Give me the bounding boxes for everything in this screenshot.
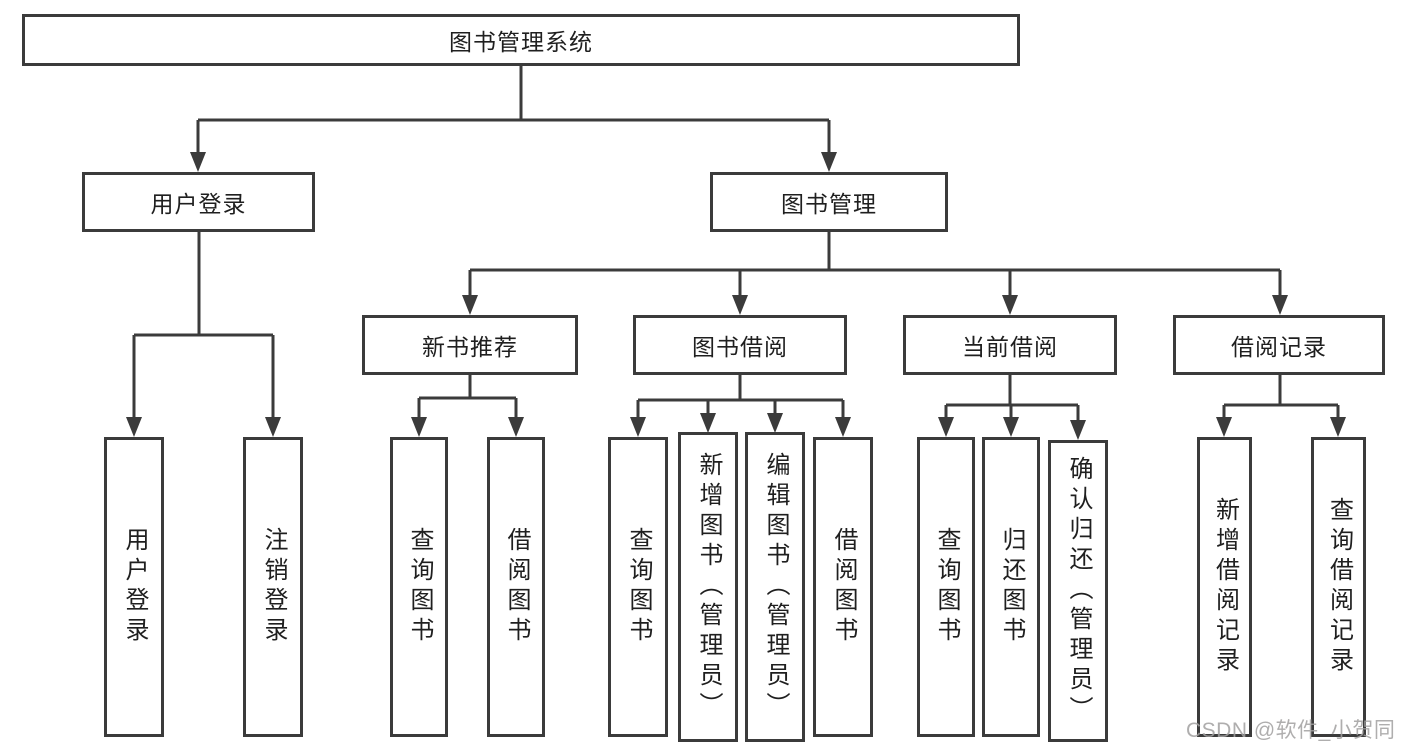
node-user-login: 用户登录 <box>82 172 315 232</box>
connector-book-borrow-children <box>636 375 845 421</box>
csdn-watermark: CSDN @软件_小贺同学 <box>1186 719 1396 742</box>
arrowhead-down-icon <box>732 295 748 315</box>
node-book-management: 图书管理 <box>710 172 948 232</box>
leaf-confirm-return-admin: 确认归还（管理员） <box>1048 440 1108 742</box>
connector-paths <box>132 66 1340 424</box>
leaf-query-books-recommend: 查询图书 <box>390 437 448 737</box>
arrowhead-down-icon <box>126 417 142 437</box>
leaf-user-login: 用户登录 <box>104 437 164 737</box>
connector-user-login-children <box>132 232 275 421</box>
arrowhead-down-icon <box>265 417 281 437</box>
arrowheads <box>126 152 1346 440</box>
node-current-borrowing: 当前借阅 <box>903 315 1117 375</box>
leaf-query-borrow-record: 查询借阅记录 <box>1311 437 1366 737</box>
arrowhead-down-icon <box>700 413 716 433</box>
leaf-return-books-label: 归还图书 <box>998 527 1025 647</box>
arrowhead-down-icon <box>411 417 427 437</box>
leaf-user-login-label: 用户登录 <box>121 527 148 647</box>
leaf-add-borrow-record: 新增借阅记录 <box>1197 437 1252 737</box>
arrowhead-down-icon <box>630 417 646 437</box>
leaf-add-book-admin: 新增图书（管理员） <box>678 432 738 742</box>
arrowhead-down-icon <box>1330 417 1346 437</box>
connector-new-book-children <box>417 375 518 421</box>
arrowhead-down-icon <box>821 152 837 172</box>
leaf-query-borrow-record-label: 查询借阅记录 <box>1325 497 1353 677</box>
arrowhead-down-icon <box>462 295 478 315</box>
arrowhead-down-icon <box>1070 420 1086 440</box>
leaf-query-books-current: 查询图书 <box>917 437 975 737</box>
arrowhead-down-icon <box>1003 417 1019 437</box>
leaf-query-books-recommend-label: 查询图书 <box>406 527 433 647</box>
leaf-return-books: 归还图书 <box>982 437 1040 737</box>
arrowhead-down-icon <box>508 417 524 437</box>
leaf-query-books-borrowing-label: 查询图书 <box>625 527 652 647</box>
arrowhead-down-icon <box>1216 417 1232 437</box>
arrowhead-down-icon <box>938 417 954 437</box>
leaf-borrow-books-borrowing: 借阅图书 <box>813 437 873 737</box>
leaf-query-books-borrowing: 查询图书 <box>608 437 668 737</box>
leaf-add-borrow-record-label: 新增借阅记录 <box>1211 497 1239 677</box>
node-borrowing-records: 借阅记录 <box>1173 315 1385 375</box>
arrowhead-down-icon <box>1002 295 1018 315</box>
node-root: 图书管理系统 <box>22 14 1020 66</box>
connector-root-to-level2 <box>196 66 831 156</box>
connector-current-borrow-children <box>944 375 1080 424</box>
leaf-confirm-return-admin-label: 确认归还（管理员） <box>1065 456 1092 726</box>
arrowhead-down-icon <box>190 152 206 172</box>
arrowhead-down-icon <box>767 413 783 433</box>
arrowhead-down-icon <box>835 417 851 437</box>
leaf-borrow-books-recommend-label: 借阅图书 <box>503 527 530 647</box>
leaf-edit-book-admin-label: 编辑图书（管理员） <box>762 452 789 722</box>
leaf-add-book-admin-label: 新增图书（管理员） <box>695 452 722 722</box>
connector-borrow-records-children <box>1222 375 1340 421</box>
leaf-logout-label: 注销登录 <box>260 527 287 647</box>
node-new-book-recommend: 新书推荐 <box>362 315 578 375</box>
leaf-query-books-current-label: 查询图书 <box>933 527 960 647</box>
connector-book-mgmt-to-level3 <box>468 232 1282 299</box>
leaf-logout: 注销登录 <box>243 437 303 737</box>
leaf-borrow-books-recommend: 借阅图书 <box>487 437 545 737</box>
node-book-borrowing: 图书借阅 <box>633 315 847 375</box>
leaf-edit-book-admin: 编辑图书（管理员） <box>745 432 805 742</box>
arrowhead-down-icon <box>1272 295 1288 315</box>
leaf-borrow-books-borrowing-label: 借阅图书 <box>830 527 857 647</box>
